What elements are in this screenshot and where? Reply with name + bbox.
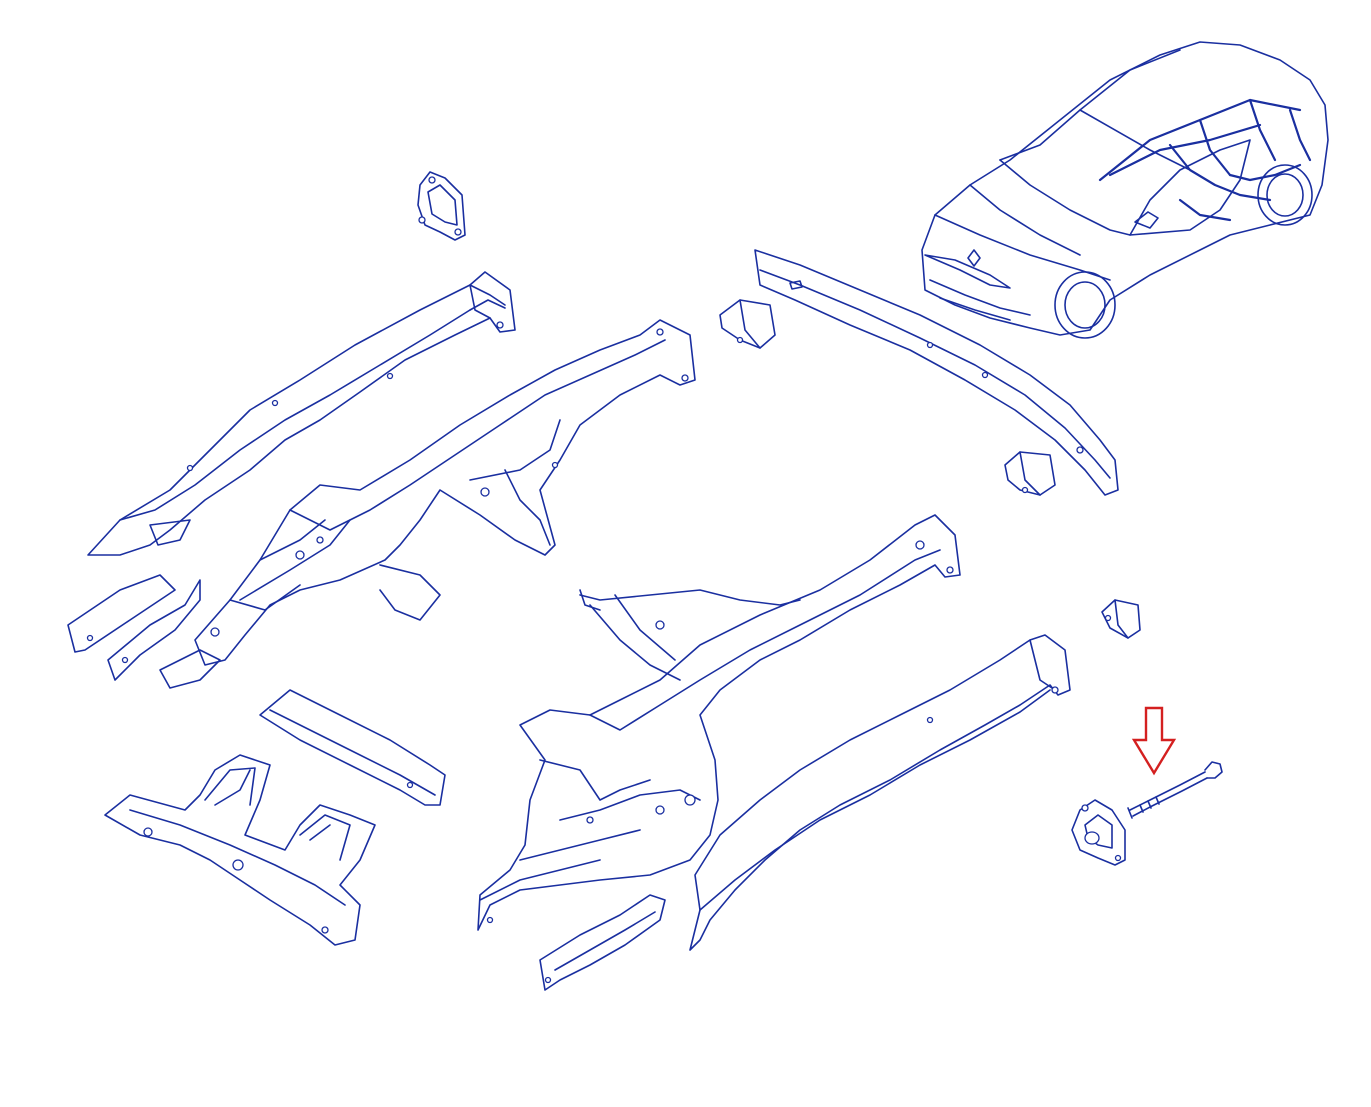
towing-eye-bolt — [1127, 761, 1223, 819]
towing-eye-housing — [1071, 799, 1126, 866]
car-overview-illustration — [921, 41, 1329, 339]
rear-floor-cross-member — [104, 754, 376, 946]
down-arrow-outline-icon — [1131, 706, 1177, 776]
front-side-member-right-assembly — [477, 514, 961, 931]
front-side-member-left — [87, 271, 516, 556]
lower-reinforcement-plate — [539, 894, 666, 991]
mounting-bracket-top — [417, 171, 466, 241]
small-mounting-bracket — [1101, 599, 1141, 639]
floor-cross-member — [259, 689, 446, 806]
front-bumper-reinforcement-beam — [719, 249, 1119, 496]
car-highlighted-frame — [1098, 98, 1312, 222]
front-subframe-assembly — [67, 319, 696, 689]
rear-side-member — [689, 634, 1071, 951]
